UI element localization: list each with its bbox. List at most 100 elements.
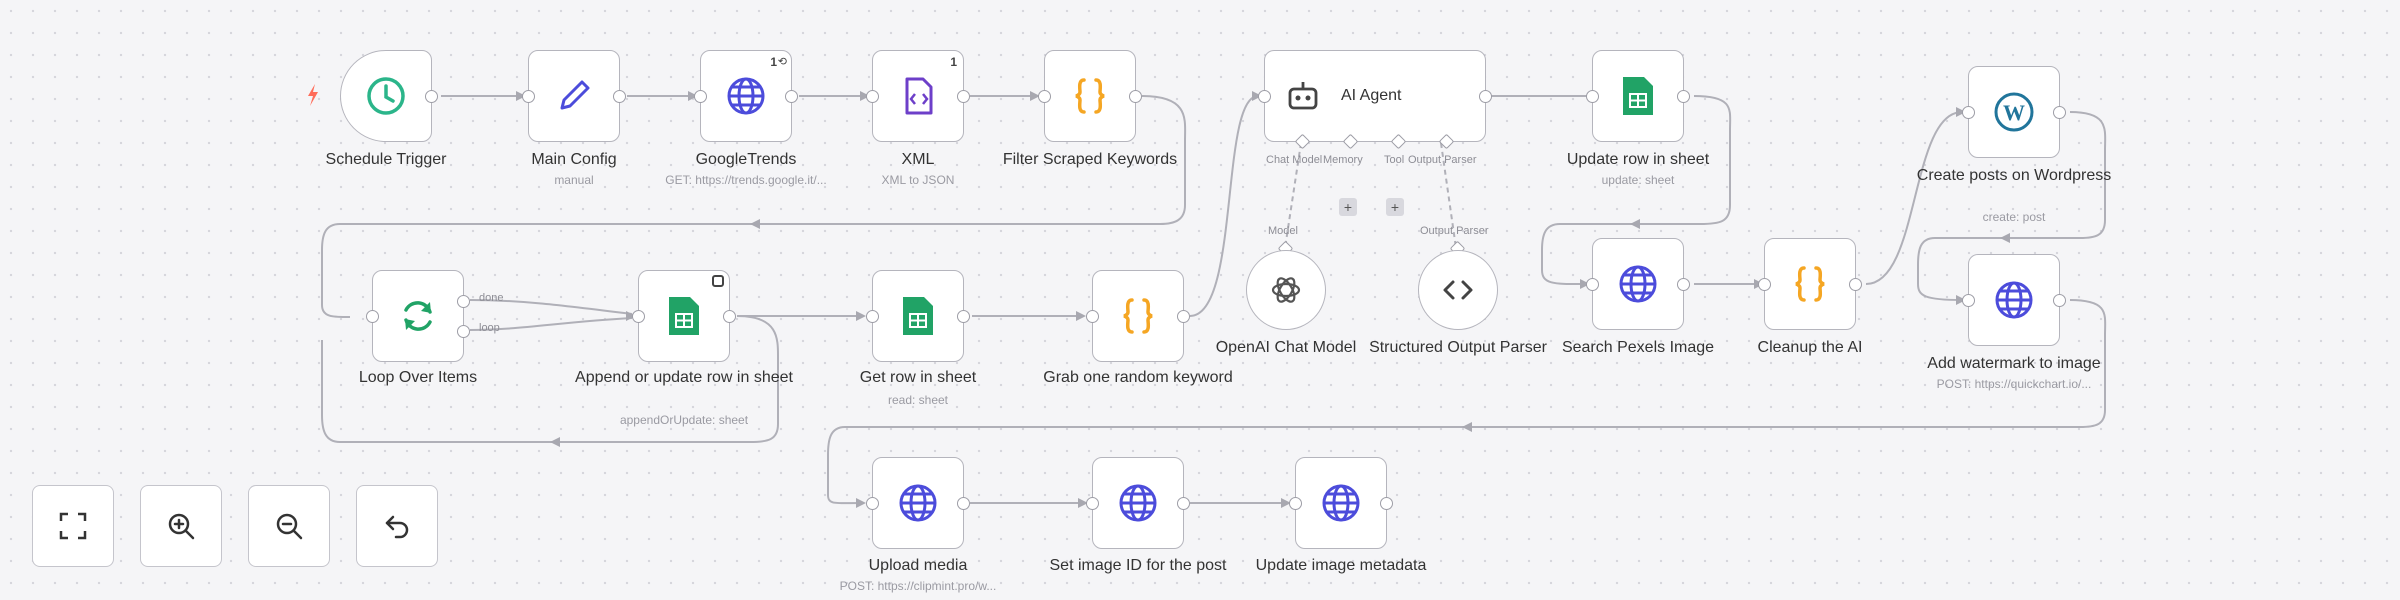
zoom-out-button[interactable] [248,485,330,567]
node-search-pexels-image[interactable] [1586,238,1690,330]
edge-arrow [626,311,636,321]
xml-file-icon [896,74,940,118]
edge [321,315,780,443]
add-tool-button[interactable]: + [1386,198,1404,216]
input-port[interactable] [866,310,879,323]
output-port[interactable] [2053,294,2066,307]
node-main-config[interactable] [522,50,626,142]
node-xml[interactable]: 1 [866,50,970,142]
edge-arrow [516,91,526,101]
zoom-in-button[interactable] [140,485,222,567]
node-label: Structured Output Parser [1369,339,1547,356]
output-port[interactable] [785,90,798,103]
sheets-icon [1620,74,1656,118]
node-grab-random-keyword[interactable] [1086,270,1190,362]
node-cleanup-the-ai[interactable] [1758,238,1862,330]
input-port[interactable] [632,310,645,323]
output-port[interactable] [1479,90,1492,103]
input-port[interactable] [694,90,707,103]
edge-arrow [688,91,698,101]
output-port[interactable] [1677,278,1690,291]
input-port[interactable] [1258,90,1271,103]
output-port[interactable] [957,497,970,510]
node-create-posts-wordpress[interactable]: W [1962,66,2066,158]
globe-icon [1992,278,2036,322]
loop-output-label: loop [479,322,500,334]
input-port[interactable] [1086,497,1099,510]
input-port[interactable] [1586,90,1599,103]
node-set-image-id[interactable] [1086,457,1190,549]
add-memory-button[interactable]: + [1339,198,1357,216]
node-add-watermark[interactable] [1962,254,2066,346]
edge-arrow [1281,498,1291,508]
output-port[interactable] [1177,497,1190,510]
input-port[interactable] [866,90,879,103]
node-label: Main Config [531,151,617,168]
edge-arrow [1252,91,1262,101]
output-port[interactable] [1849,278,1862,291]
node-update-image-metadata[interactable] [1289,457,1393,549]
input-port[interactable] [366,310,379,323]
output-port[interactable] [613,90,626,103]
fit-view-button[interactable] [32,485,114,567]
output-port[interactable] [957,90,970,103]
edge [1865,111,1963,285]
output-port[interactable] [1380,497,1393,510]
input-port[interactable] [1962,294,1975,307]
node-filter-scraped-keywords[interactable] [1038,50,1142,142]
node-ai-agent[interactable]: AI Agent [1258,50,1492,150]
edge-arrow [1580,279,1590,289]
globe-icon [724,74,768,118]
code-brackets-icon [1440,272,1476,308]
port-label: Tool [1384,154,1405,166]
trigger-bolt-icon [308,84,318,106]
node-get-row-in-sheet[interactable] [866,270,970,362]
done-output-port[interactable] [457,295,470,308]
globe-icon [1319,481,1363,525]
node-subtitle: create: post [1982,210,2046,224]
edge [469,317,633,331]
node-loop-over-items[interactable] [366,270,470,362]
loop-output-port[interactable] [457,325,470,338]
globe-icon [896,481,940,525]
port-label: Output Parser [1408,154,1477,166]
input-port[interactable] [866,497,879,510]
node-google-trends[interactable]: 1 ⟲ [694,50,798,142]
output-port[interactable] [2053,106,2066,119]
edge-arrow [860,91,870,101]
input-port[interactable] [1038,90,1051,103]
node-label: Update image metadata [1255,557,1427,574]
input-port[interactable] [1586,278,1599,291]
output-port[interactable] [425,90,438,103]
edge-arrow [1956,107,1966,117]
node-subtitle: POST: https://clipmint.pro/w... [839,579,997,593]
node-label: OpenAI Chat Model [1215,339,1357,356]
node-append-or-update-row[interactable] [632,270,736,362]
node-openai-chat-model[interactable] [1246,250,1326,330]
globe-icon [1116,481,1160,525]
edge-arrow [1956,295,1966,305]
edge-arrow [1030,91,1040,101]
port-label: Chat Model [1266,154,1323,166]
input-port[interactable] [522,90,535,103]
output-port[interactable] [1129,90,1142,103]
node-label: Upload media [868,557,968,574]
output-port[interactable] [957,310,970,323]
input-port[interactable] [1289,497,1302,510]
node-structured-output-parser[interactable] [1418,250,1498,330]
input-port[interactable] [1758,278,1771,291]
node-label: Set image ID for the post [1049,557,1227,574]
input-port[interactable] [1962,106,1975,119]
pencil-icon [552,74,596,118]
node-upload-media[interactable] [866,457,970,549]
node-label: Search Pexels Image [1561,339,1715,356]
reset-zoom-button[interactable] [356,485,438,567]
output-port[interactable] [1177,310,1190,323]
node-update-row-in-sheet[interactable] [1586,50,1690,142]
code-braces-icon [1068,74,1112,118]
output-port[interactable] [1677,90,1690,103]
output-port[interactable] [723,310,736,323]
input-port[interactable] [1086,310,1099,323]
node-schedule-trigger[interactable] [340,50,438,142]
